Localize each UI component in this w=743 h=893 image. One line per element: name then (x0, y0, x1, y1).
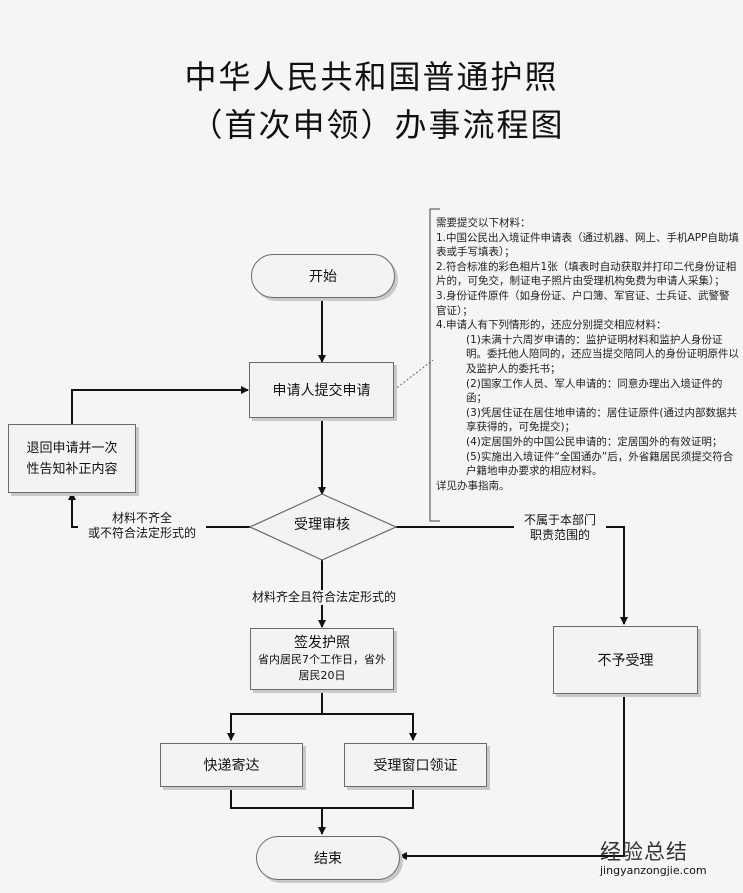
watermark-title: 经验总结 (600, 840, 688, 864)
watermark: 经验总结 jingyanzongjie.com (600, 840, 707, 877)
window-node: 受理窗口领证 (344, 743, 487, 787)
return-node: 退回申请并一次性告知补正内容 (8, 424, 136, 493)
apply-node: 申请人提交申请 (249, 362, 394, 418)
materials-note: 需要提交以下材料： 1.中国公民出入境证件申请表（通过机器、网上、手机APP自助… (436, 216, 739, 493)
note-line: (1)未满十六周岁申请的：监护证明材料和监护人身份证明。委托他人陪同的，还应当提… (466, 333, 739, 375)
issue-node-detail: 省内居民7个工作日，省外居民20日 (258, 653, 386, 682)
review-node-label: 受理审核 (294, 517, 350, 533)
diagram-title-line2: （首次申领）办事流程图 (190, 106, 565, 144)
diagram-title-line1: 中华人民共和国普通护照 (184, 58, 559, 96)
reject-node: 不予受理 (553, 626, 698, 694)
edge-label-complete: 材料齐全且符合法定形式的 (236, 590, 412, 605)
edge-label-incomplete: 材料不齐全 或不符合法定形式的 (78, 511, 206, 541)
edge-label-out-of-scope-line2: 职责范围的 (529, 528, 590, 542)
express-node: 快递寄达 (160, 743, 303, 787)
issue-node-title: 签发护照 (294, 635, 350, 651)
return-node-label: 退回申请并一次性告知补正内容 (26, 440, 118, 477)
note-line: 需要提交以下材料： (436, 217, 531, 229)
note-line: 详见办事指南。 (436, 479, 510, 492)
edge-window-join (322, 787, 414, 809)
note-line: 2.符合标准的彩色相片1张（填表时自动获取并打印二代身份证相片的，可免交，制证电… (436, 260, 737, 288)
edge-label-out-of-scope-line1: 不属于本部门 (523, 513, 596, 527)
note-line: (4)定居国外的中国公民申请的：定居国外的有效证明； (466, 435, 723, 448)
edge-review-reject (396, 526, 628, 625)
edge-reject-end (399, 694, 625, 860)
note-line: 1.中国公民出入境证件申请表（通过机器、网上、手机APP自助填表或手写填表）； (436, 231, 739, 259)
edge-label-incomplete-line2: 或不符合法定形式的 (87, 526, 196, 540)
edge-label-out-of-scope: 不属于本部门 职责范围的 (514, 513, 606, 543)
edge-issue-split (227, 690, 323, 741)
note-link (393, 359, 434, 391)
note-bracket (429, 208, 440, 522)
edge-return-apply (71, 386, 249, 424)
edge-express-join (230, 787, 322, 809)
note-line: 3.身份证件原件（如身份证、户口簿、军官证、士兵证、武警警官证）； (436, 289, 730, 317)
note-line: (2)国家工作人员、军人申请的：同意办理出入境证件的函； (466, 377, 723, 405)
edge-issue-window (322, 713, 417, 741)
note-line: 4.申请人有下列情形的，还应分别提交相应材料： (436, 319, 667, 332)
watermark-url: jingyanzongjie.com (600, 864, 707, 877)
review-decision-shape (248, 493, 398, 561)
end-node: 结束 (256, 836, 400, 880)
edge-label-incomplete-line1: 材料不齐全 (111, 511, 172, 525)
note-line: (3)凭居住证在居住地申请的：居住证原件(通过内部数据共享获得的，可免提交)； (466, 406, 737, 434)
start-node: 开始 (251, 254, 395, 298)
issue-node: 签发护照 省内居民7个工作日，省外居民20日 (250, 628, 394, 690)
note-line: (5)实施出入境证件“全国通办”后，外省籍居民须提交符合户籍地申办要求的相应材料… (466, 450, 734, 478)
